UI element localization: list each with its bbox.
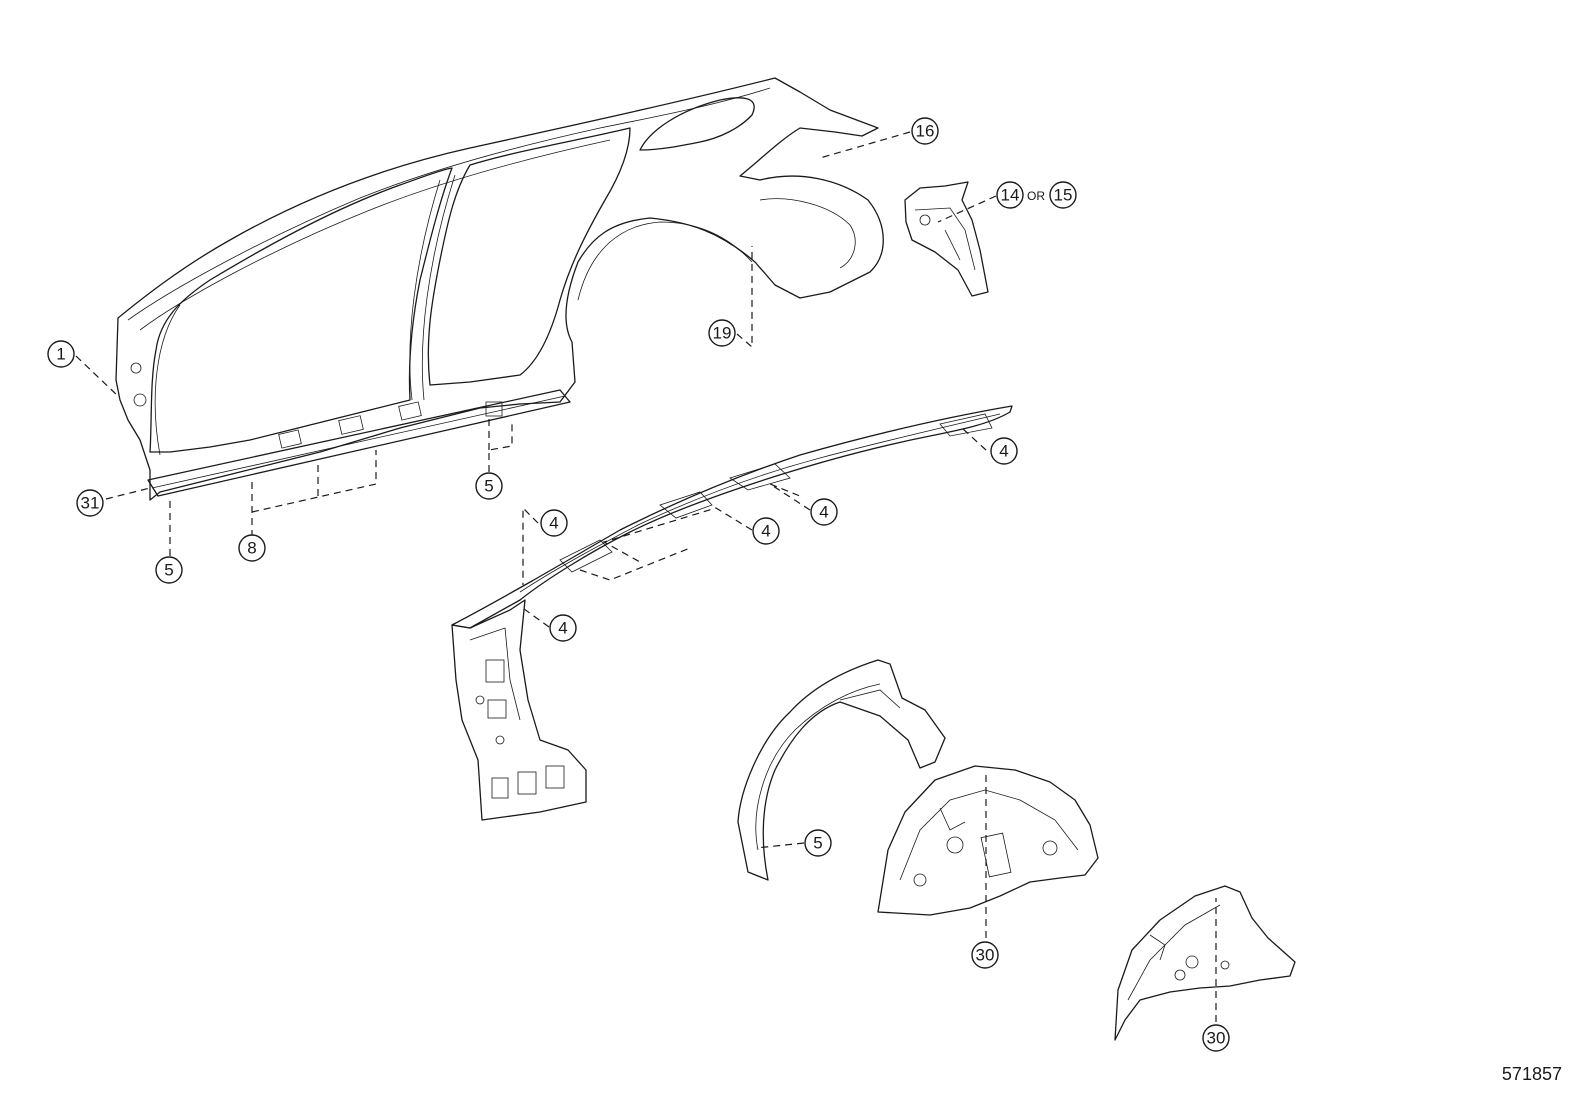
callout-4-rail-top[interactable]: 4 <box>540 509 568 537</box>
callout-4-rail-right[interactable]: 4 <box>810 498 838 526</box>
leader-4f <box>579 547 691 581</box>
rear-pillar-bracket[interactable] <box>904 181 989 297</box>
svg-text:8: 8 <box>247 539 256 558</box>
callout-30-left[interactable]: 30 <box>971 941 999 969</box>
svg-text:4: 4 <box>558 619 567 638</box>
svg-text:31: 31 <box>81 494 100 513</box>
svg-text:30: 30 <box>1207 1029 1226 1048</box>
callout-1[interactable]: 1 <box>47 340 75 368</box>
callout-4-pillar[interactable]: 4 <box>549 614 577 642</box>
leader-8 <box>251 450 377 537</box>
inner-roof-rail-assembly[interactable] <box>451 405 1013 821</box>
leader-lines <box>75 131 1217 1022</box>
side-body-outer-panel[interactable] <box>115 77 884 501</box>
svg-text:1: 1 <box>56 345 65 364</box>
callout-5-rocker[interactable]: 5 <box>155 556 183 584</box>
leader-31 <box>105 487 151 500</box>
callout-14[interactable]: 14 <box>996 181 1024 209</box>
callout-5-arch[interactable]: 5 <box>804 829 832 857</box>
callout-16[interactable]: 16 <box>911 117 939 145</box>
callout-5-center[interactable]: 5 <box>475 472 503 500</box>
leader-4d <box>522 506 539 585</box>
callout-4-rail-end[interactable]: 4 <box>990 437 1018 465</box>
wheel-arch-outer[interactable] <box>737 659 946 881</box>
callout-31[interactable]: 31 <box>76 489 104 517</box>
svg-text:4: 4 <box>761 522 770 541</box>
svg-text:4: 4 <box>549 514 558 533</box>
svg-text:4: 4 <box>999 442 1008 461</box>
callout-30-right[interactable]: 30 <box>1202 1024 1230 1052</box>
leader-5b <box>488 418 513 472</box>
callout-8[interactable]: 8 <box>238 534 266 562</box>
svg-text:5: 5 <box>484 477 493 496</box>
svg-text:5: 5 <box>813 834 822 853</box>
svg-text:14: 14 <box>1001 186 1020 205</box>
leader-4a <box>961 427 987 451</box>
leader-4b <box>769 483 811 511</box>
svg-text:16: 16 <box>916 122 935 141</box>
svg-text:15: 15 <box>1054 186 1073 205</box>
leader-4e <box>519 605 550 628</box>
svg-text:19: 19 <box>713 324 732 343</box>
callout-19[interactable]: 19 <box>708 319 736 347</box>
svg-text:30: 30 <box>976 946 995 965</box>
or-label: OR <box>1027 189 1045 203</box>
wheel-housing-inner-left[interactable] <box>877 765 1099 916</box>
leader-1 <box>75 355 119 397</box>
callout-4-rail-center[interactable]: 4 <box>752 517 780 545</box>
leader-5c <box>755 842 805 849</box>
diagram-number: 571857 <box>1501 1064 1562 1084</box>
callout-15[interactable]: 15 <box>1049 181 1077 209</box>
leader-19 <box>736 246 753 349</box>
svg-text:4: 4 <box>819 503 828 522</box>
leader-14-15 <box>937 195 997 223</box>
leader-16 <box>819 131 911 159</box>
svg-text:5: 5 <box>164 561 173 580</box>
wheel-housing-inner-right[interactable] <box>1114 885 1296 1041</box>
leader-4c <box>602 507 753 563</box>
